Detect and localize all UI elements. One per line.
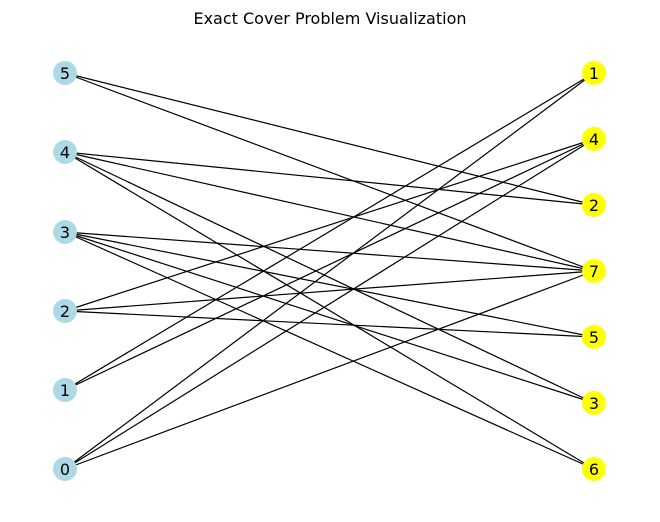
left-node-label: 4 [60, 143, 70, 162]
edge-l0-r1 [64, 72, 595, 470]
edge-l2-r5 [64, 310, 595, 338]
left-node-circle [53, 457, 77, 481]
left-node-2: 2 [53, 299, 77, 323]
right-node-circle [582, 457, 606, 481]
edge-l0-r7 [64, 270, 595, 470]
left-node-3: 3 [53, 220, 77, 244]
edge-l1-r1 [64, 72, 595, 391]
right-node-label: 2 [589, 196, 599, 215]
edge-l4-r2 [64, 151, 595, 206]
edge-l4-r6 [64, 151, 595, 470]
right-node-label: 7 [589, 262, 599, 281]
right-node-2: 2 [582, 193, 606, 217]
right-node-label: 3 [589, 394, 599, 413]
right-node-label: 6 [589, 460, 599, 479]
right-node-label: 5 [589, 328, 599, 347]
left-node-5: 5 [53, 61, 77, 85]
edge-l3-r5 [64, 231, 595, 338]
left-node-4: 4 [53, 140, 77, 164]
left-node-circle [53, 299, 77, 323]
left-node-label: 5 [60, 64, 70, 83]
diagram-title: Exact Cover Problem Visualization [193, 9, 466, 28]
right-node-1: 1 [582, 61, 606, 85]
edge-l1-r4 [64, 138, 595, 391]
left-node-label: 2 [60, 302, 70, 321]
edge-l5-r7 [64, 72, 595, 272]
edge-l3-r7 [64, 231, 595, 272]
right-node-label: 4 [589, 130, 599, 149]
left-node-0: 0 [53, 457, 77, 481]
right-node-circle [582, 127, 606, 151]
right-node-7: 7 [582, 259, 606, 283]
right-node-3: 3 [582, 391, 606, 415]
right-node-circle [582, 61, 606, 85]
right-node-label: 1 [589, 64, 599, 83]
edge-l3-r3 [64, 231, 595, 404]
left-node-label: 3 [60, 223, 70, 242]
edge-l4-r3 [64, 151, 595, 404]
right-node-5: 5 [582, 325, 606, 349]
nodes-layer: 5 4 3 2 1 0 1 4 2 7 5 3 6 [53, 61, 606, 481]
edge-l4-r7 [64, 151, 595, 272]
right-node-circle [582, 259, 606, 283]
left-node-circle [53, 220, 77, 244]
edge-l3-r6 [64, 231, 595, 470]
right-node-circle [582, 193, 606, 217]
edge-l2-r7 [64, 270, 595, 312]
right-node-circle [582, 325, 606, 349]
left-node-circle [53, 378, 77, 402]
right-node-6: 6 [582, 457, 606, 481]
left-node-label: 1 [60, 381, 70, 400]
left-node-circle [53, 140, 77, 164]
left-node-label: 0 [60, 460, 70, 479]
edges-layer [64, 72, 595, 470]
edge-l2-r4 [64, 138, 595, 312]
left-node-1: 1 [53, 378, 77, 402]
right-node-4: 4 [582, 127, 606, 151]
right-node-circle [582, 391, 606, 415]
edge-l5-r2 [64, 72, 595, 206]
edge-l0-r4 [64, 138, 595, 470]
left-node-circle [53, 61, 77, 85]
